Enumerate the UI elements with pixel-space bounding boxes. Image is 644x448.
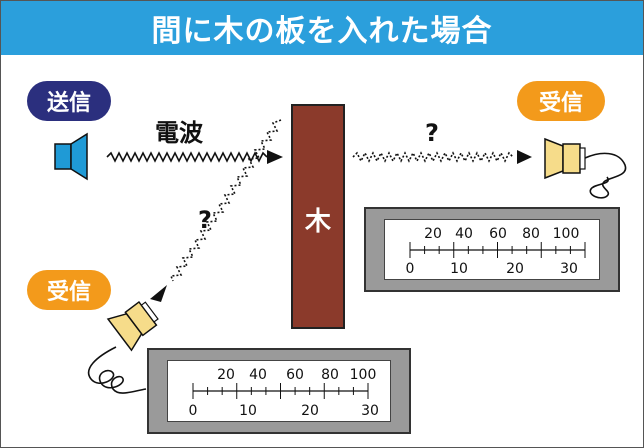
wave-label: 電波 <box>155 119 203 147</box>
sender-badge: 送信 <box>27 81 111 121</box>
scale-upper-80: 80 <box>522 226 540 242</box>
receiver-left-badge: 受信 <box>27 270 111 310</box>
scale-upper-60: 60 <box>489 226 507 242</box>
scale-lower-20: 20 <box>301 403 319 419</box>
meter-scale: 20 40 60 80 100 0 10 20 30 <box>189 367 379 419</box>
scale-upper-40: 40 <box>249 367 267 383</box>
scale-lower-30: 30 <box>361 403 379 419</box>
horn-receiver-icon <box>544 137 627 199</box>
scale-lower-30: 30 <box>560 261 578 277</box>
speaker-icon <box>54 132 88 181</box>
scale-upper-40: 40 <box>455 226 473 242</box>
question-mark-reflected: ? <box>198 206 212 234</box>
scale-lower-0: 0 <box>406 261 415 277</box>
meter-face: 20 40 60 80 100 0 10 20 30 <box>384 219 600 280</box>
scale-lower-20: 20 <box>506 261 524 277</box>
receiver-right-badge: 受信 <box>517 81 605 121</box>
scale-upper-60: 60 <box>286 367 304 383</box>
wooden-board <box>291 104 345 329</box>
scale-upper-80: 80 <box>321 367 339 383</box>
transmitted-wave <box>106 151 268 163</box>
reflected-wave-arrowhead <box>150 285 167 302</box>
passing-wave-arrowhead <box>517 150 532 164</box>
meter-face: 20 40 60 80 100 0 10 20 30 <box>167 360 391 422</box>
scale-lower-0: 0 <box>189 403 198 419</box>
left-receiver-cord <box>87 346 147 394</box>
board-label: 木 <box>304 207 331 237</box>
page-title: 間に木の板を入れた場合 <box>1 1 643 55</box>
horn-receiver-icon <box>106 300 159 352</box>
transmitted-wave-arrowhead <box>267 150 283 164</box>
scale-upper-20: 20 <box>424 226 442 242</box>
reflected-wave <box>169 119 282 282</box>
scale-lower-10: 10 <box>239 403 257 419</box>
scale-lower-10: 10 <box>450 261 468 277</box>
scale-upper-20: 20 <box>217 367 235 383</box>
meter-left: 20 40 60 80 100 0 10 20 30 <box>147 348 411 434</box>
meter-scale: 20 40 60 80 100 0 10 20 30 <box>406 226 586 277</box>
scale-upper-100: 100 <box>553 226 580 242</box>
scale-upper-100: 100 <box>350 367 377 383</box>
question-mark-passing: ? <box>425 119 439 147</box>
passing-wave <box>352 151 514 163</box>
meter-right: 20 40 60 80 100 0 10 20 30 <box>364 207 620 292</box>
